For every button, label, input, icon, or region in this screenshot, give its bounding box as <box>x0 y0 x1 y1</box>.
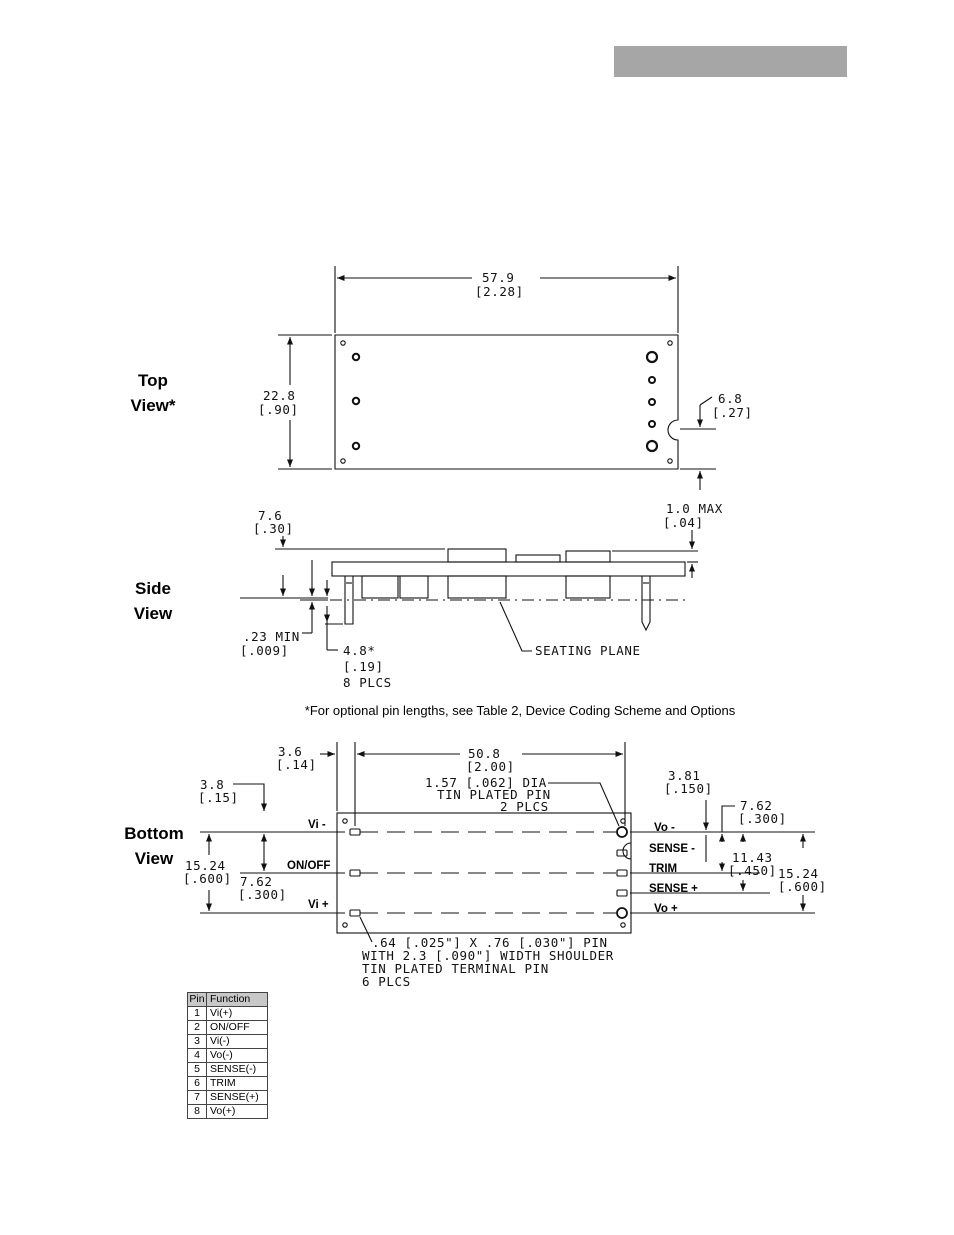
side-min-dim: .23 MIN <box>243 629 300 644</box>
pin-function: Vo(-) <box>206 1048 268 1063</box>
pin-label-vi-plus: Vi + <box>308 899 329 911</box>
top-view-label: Top View* <box>120 368 186 418</box>
top-notch-dim: 6.8 <box>718 391 742 406</box>
top-view-label-line2: View* <box>130 396 176 415</box>
side-max-dim: 1.0 MAX <box>666 501 723 516</box>
bottom-top-offset-dim: 3.8 <box>200 777 224 792</box>
left-1524-dim-in: [.600] <box>183 871 232 886</box>
right-762-dim: 7.62 <box>740 798 773 813</box>
top-length-dim-in: [2.28] <box>475 284 524 299</box>
pin-number: 1 <box>187 1006 207 1021</box>
dia-note-line3: 2 PLCS <box>500 799 549 814</box>
right-1524-dim-in: [.600] <box>778 879 827 894</box>
pin-label-onoff: ON/OFF <box>287 860 330 872</box>
pin-label-sense-plus: SENSE + <box>649 883 698 895</box>
pin-label-vi-minus: Vi - <box>308 819 326 831</box>
pin-label-sense-minus: SENSE - <box>649 843 695 855</box>
top-notch-dim-in: [.27] <box>712 405 753 420</box>
side-max-dim-in: [.04] <box>663 515 704 530</box>
bottom-span-dim: 50.8 <box>468 746 501 761</box>
pin-label-vo-plus: Vo + <box>654 903 678 915</box>
right-1143-dim: 11.43 <box>732 850 773 865</box>
pin-note-line3: TIN PLATED TERMINAL PIN <box>362 961 549 976</box>
right-offset-dim: 3.81 <box>668 768 701 783</box>
right-offset-dim-in: [.150] <box>664 781 713 796</box>
left-762-dim: 7.62 <box>240 874 273 889</box>
side-height-dim: 7.6 <box>258 508 282 523</box>
seating-plane-label: SEATING PLANE <box>535 643 641 658</box>
side-view-label-line1: Side <box>135 579 171 598</box>
pin-number: 3 <box>187 1034 207 1049</box>
bottom-edge-dim-in: [.14] <box>276 757 317 772</box>
pin-label-vo-minus: Vo - <box>654 822 675 834</box>
side-view-drawing <box>240 530 698 652</box>
pin-note-line1: .64 [.025"] X .76 [.030"] PIN <box>372 935 608 950</box>
pin-number: 8 <box>187 1104 207 1119</box>
pin-table-header-function: Function <box>206 992 268 1007</box>
right-762-dim-in: [.300] <box>738 811 787 826</box>
side-view-label: Side View <box>120 576 186 626</box>
bottom-view-label-line1: Bottom <box>124 824 184 843</box>
bottom-top-offset-dim-in: [.15] <box>198 790 239 805</box>
top-width-dim: 22.8 <box>263 388 296 403</box>
top-view-drawing <box>278 266 716 490</box>
pin-function: Vi(-) <box>206 1034 268 1049</box>
pin-number: 6 <box>187 1076 207 1091</box>
bottom-span-dim-in: [2.00] <box>466 759 515 774</box>
pin-number: 5 <box>187 1062 207 1077</box>
side-board <box>331 561 686 577</box>
pin-note-line2: WITH 2.3 [.090"] WIDTH SHOULDER <box>362 948 614 963</box>
left-1524-dim: 15.24 <box>185 858 226 873</box>
bottom-view-label-line2: View <box>134 849 174 868</box>
bottom-view-drawing <box>200 742 815 943</box>
side-pinlen-dim-in: [.19] <box>343 659 384 674</box>
footnote: *For optional pin lengths, see Table 2, … <box>304 703 736 718</box>
right-1524-dim: 15.24 <box>778 866 819 881</box>
left-762-dim-in: [.300] <box>238 887 287 902</box>
top-length-dim: 57.9 <box>482 270 515 285</box>
pin-number: 4 <box>187 1048 207 1063</box>
pin-function: SENSE(-) <box>206 1062 268 1077</box>
bottom-view-label: Bottom View <box>115 821 193 871</box>
side-pinlen-dim: 4.8* <box>343 643 376 658</box>
bottom-edge-dim: 3.6 <box>278 744 302 759</box>
dia-note-line2: TIN PLATED PIN <box>437 787 551 802</box>
side-view-label-line2: View <box>133 604 173 623</box>
pin-function: Vo(+) <box>206 1104 268 1119</box>
pin-function: ON/OFF <box>206 1020 268 1035</box>
top-board-outline <box>334 334 679 470</box>
top-width-dim-in: [.90] <box>258 402 299 417</box>
dia-note-line1: 1.57 [.062] DIA <box>425 775 547 790</box>
right-1143-dim-in: [.450] <box>728 863 777 878</box>
pin-number: 7 <box>187 1090 207 1105</box>
pin-table-header-row: Pin Function <box>187 992 268 1007</box>
side-min-dim-in: [.009] <box>240 643 289 658</box>
pin-label-trim: TRIM <box>649 863 677 875</box>
top-view-label-line1: Top <box>138 371 168 390</box>
pin-note-line4: 6 PLCS <box>362 974 411 989</box>
pin-function: TRIM <box>206 1076 268 1091</box>
side-height-dim-in: [.30] <box>253 521 294 536</box>
pin-table-header-pin: Pin <box>187 992 207 1007</box>
side-pinlen-count: 8 PLCS <box>343 675 392 690</box>
pin-function: Vi(+) <box>206 1006 268 1021</box>
header-bar <box>614 46 847 77</box>
pin-number: 2 <box>187 1020 207 1035</box>
pin-function: SENSE(+) <box>206 1090 268 1105</box>
